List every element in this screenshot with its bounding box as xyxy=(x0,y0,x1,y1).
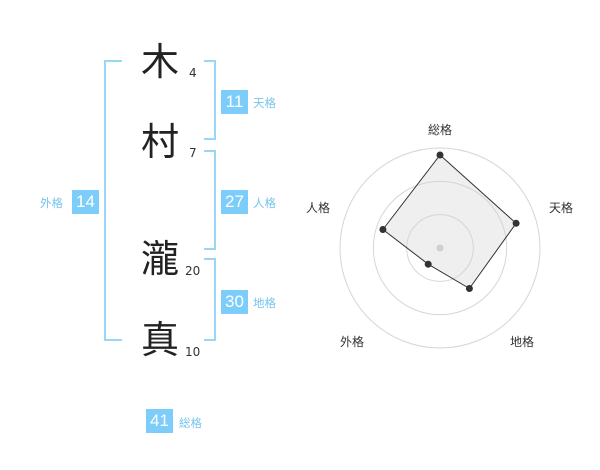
radar-ring-2 xyxy=(372,180,508,316)
chikaku-badge: 30 xyxy=(221,290,248,314)
outer-bracket-top xyxy=(104,60,122,62)
radar-ring-3 xyxy=(339,147,541,349)
jinkaku-bracket-spine xyxy=(214,150,216,250)
chikaku-bracket-top xyxy=(204,258,216,260)
stroke-count-2: 7 xyxy=(189,146,197,160)
radar-axis-label-2: 天格 xyxy=(549,201,574,215)
chikaku-label: 地格 xyxy=(253,296,276,310)
jinkaku-bracket-top xyxy=(204,150,216,152)
radar-axis-label-1: 総格 xyxy=(428,123,453,137)
stroke-count-4: 10 xyxy=(185,345,201,359)
tenkaku-badge: 11 xyxy=(221,90,248,114)
radar-point-5 xyxy=(379,226,387,233)
radar-point-1 xyxy=(436,151,444,159)
soukaku-badge: 41 xyxy=(146,409,173,433)
name-char-2: 村 xyxy=(141,120,180,164)
tenkaku-bracket-bottom xyxy=(204,138,216,140)
radar-axis-label-3: 地格 xyxy=(510,335,535,349)
soukaku-label: 総格 xyxy=(179,416,202,430)
radar-polygon xyxy=(382,154,517,290)
tenkaku-label: 天格 xyxy=(253,96,276,110)
radar-axis-label-5: 人格 xyxy=(306,201,331,215)
radar-point-3 xyxy=(465,285,473,292)
radar-axis-label-4: 外格 xyxy=(340,335,365,349)
outer-bracket-bottom xyxy=(104,339,122,341)
stroke-count-3: 20 xyxy=(185,264,201,278)
tenkaku-bracket-spine xyxy=(214,60,216,140)
radar-point-2 xyxy=(512,219,520,227)
name-char-4: 真 xyxy=(141,318,180,362)
tenkaku-bracket-top xyxy=(204,60,216,62)
gaikaku-badge: 14 xyxy=(72,190,99,214)
outer-bracket-spine xyxy=(104,60,106,341)
radar-point-4 xyxy=(424,260,432,268)
name-char-1: 木 xyxy=(141,40,180,84)
jinkaku-badge: 27 xyxy=(221,190,248,214)
jinkaku-label: 人格 xyxy=(253,196,276,210)
stroke-count-1: 4 xyxy=(189,66,197,80)
jinkaku-bracket-bottom xyxy=(204,248,216,250)
chikaku-bracket-spine xyxy=(214,258,216,341)
name-char-3: 瀧 xyxy=(141,237,180,281)
gaikaku-label: 外格 xyxy=(40,196,63,210)
radar-center-dot xyxy=(436,244,444,252)
chikaku-bracket-bottom xyxy=(204,339,216,341)
